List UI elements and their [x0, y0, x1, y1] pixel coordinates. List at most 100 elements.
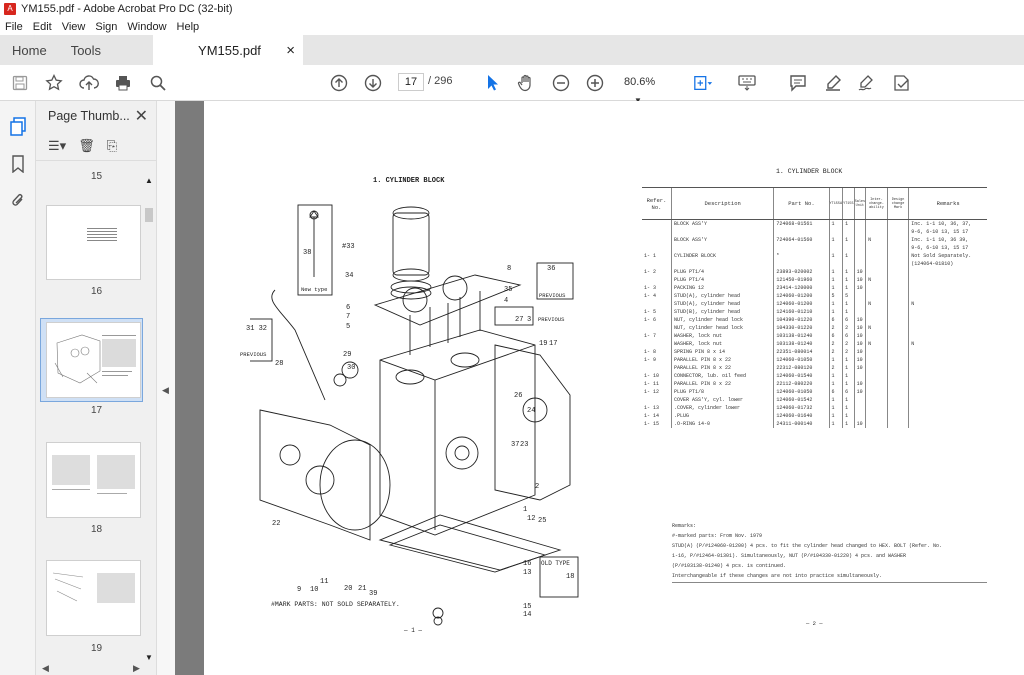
- delete-page-icon[interactable]: 🗑: [78, 137, 95, 153]
- table-cell: [865, 355, 888, 364]
- table-cell: [908, 371, 987, 380]
- bookmark-star-icon[interactable]: [44, 73, 64, 93]
- table-cell: 1- 7: [644, 332, 657, 339]
- fill-sign-icon[interactable]: [857, 73, 877, 93]
- table-cell: [886, 379, 909, 388]
- previous-label-3: PREVIOUS: [240, 351, 267, 358]
- table-cell: 1: [828, 283, 843, 292]
- previous-page-icon[interactable]: [329, 73, 349, 93]
- menu-file[interactable]: File: [5, 20, 23, 33]
- page-thumbnails-icon[interactable]: [9, 117, 27, 140]
- table-cell: [908, 363, 987, 372]
- page-thumbnail-19[interactable]: [46, 560, 141, 636]
- highlight-pen-icon[interactable]: [823, 73, 843, 93]
- cloud-upload-icon[interactable]: [79, 73, 99, 93]
- table-cell: [886, 331, 909, 340]
- table-cell: 1- 11: [644, 380, 660, 387]
- zoom-dropdown[interactable]: 80.6% ▼: [624, 73, 676, 105]
- table-cell: 2: [828, 347, 843, 356]
- table-cell: [853, 227, 866, 236]
- menu-window[interactable]: Window: [127, 20, 167, 33]
- table-cell: 124060-01200: [773, 299, 829, 308]
- find-icon[interactable]: [148, 73, 168, 93]
- thumbnail-options-icon[interactable]: ☰▾: [48, 137, 67, 153]
- attachments-icon[interactable]: [10, 191, 26, 212]
- table-cell: [865, 219, 888, 228]
- page-thumbnail-16[interactable]: [46, 205, 141, 280]
- table-cell: 6: [842, 315, 855, 324]
- table-cell: Not Sold Separately.: [908, 251, 987, 260]
- table-cell: [886, 243, 909, 252]
- table-cell: 1: [842, 363, 855, 372]
- close-tab-icon[interactable]: ×: [286, 41, 296, 59]
- tab-document[interactable]: YM155.pdf ×: [153, 35, 304, 65]
- insert-page-icon[interactable]: ⎘: [106, 137, 118, 153]
- keyboard-icon[interactable]: [737, 73, 757, 93]
- table-cell: 103138-01240: [773, 339, 829, 348]
- table-cell: 5: [828, 291, 843, 300]
- callout-39: 39: [369, 590, 378, 598]
- table-cell: 124060-01542: [773, 395, 829, 404]
- table-cell: 1: [842, 235, 855, 244]
- scroll-thumb[interactable]: [145, 208, 153, 222]
- table-cell: 2: [828, 339, 843, 348]
- not-sold-separately-note: #MARK PARTS: NOT SOLD SEPARATELY.: [271, 601, 400, 608]
- comment-icon[interactable]: [788, 73, 808, 93]
- callout-31-32: 31 32: [246, 325, 268, 333]
- table-cell: NUT, cylinder head lock: [670, 315, 774, 324]
- scroll-up-icon[interactable]: ▲: [145, 176, 153, 185]
- save-icon[interactable]: [10, 73, 30, 93]
- zoom-out-icon[interactable]: [551, 73, 571, 93]
- panel-collapse-handle[interactable]: ◀: [157, 101, 175, 675]
- table-cell: COVER ASS'Y, cyl. lower: [670, 395, 774, 404]
- table-cell: [886, 227, 909, 236]
- table-cell: 2: [842, 323, 855, 332]
- menu-view[interactable]: View: [61, 20, 86, 33]
- callout-24: 24: [527, 407, 536, 415]
- close-panel-icon[interactable]: ✕: [134, 108, 148, 125]
- table-cell: 10: [853, 347, 866, 356]
- table-cell: [865, 411, 888, 420]
- page-thumbnail-17[interactable]: [46, 322, 141, 398]
- thumbnails-scrollbar[interactable]: ▲ ▼: [143, 176, 155, 662]
- scroll-left-icon[interactable]: ◀: [42, 663, 49, 673]
- menu-help[interactable]: Help: [176, 20, 200, 33]
- next-page-icon[interactable]: [363, 73, 383, 93]
- tab-home[interactable]: Home: [12, 42, 47, 58]
- table-cell: WASHER, lock nut: [670, 339, 774, 348]
- table-cell: [853, 395, 866, 404]
- previous-label-2: PREVIOUS: [538, 316, 565, 323]
- table-cell: BLOCK ASS'Y: [670, 235, 774, 244]
- table-cell: [908, 387, 987, 396]
- tab-document-label: YM155.pdf: [198, 42, 261, 58]
- table-cell: [853, 235, 866, 244]
- select-cursor-icon[interactable]: [482, 73, 502, 93]
- table-cell: 1: [828, 395, 843, 404]
- table-cell: 2: [842, 347, 855, 356]
- table-cell: 10: [853, 267, 866, 276]
- old-type-label: OLD TYPE: [541, 560, 570, 567]
- table-cell: 1: [842, 411, 855, 420]
- page-number-input[interactable]: 17: [398, 73, 424, 91]
- table-cell: [886, 267, 909, 276]
- page-thumbnail-18[interactable]: [46, 442, 141, 518]
- stamp-edit-icon[interactable]: [892, 73, 912, 93]
- table-cell: [865, 419, 888, 428]
- zoom-in-icon[interactable]: [585, 73, 605, 93]
- bookmarks-icon[interactable]: [11, 155, 25, 176]
- page-display-icon[interactable]: [693, 73, 713, 93]
- table-cell: 10: [853, 387, 866, 396]
- hand-tool-icon[interactable]: [516, 73, 536, 93]
- scroll-right-icon[interactable]: ▶: [133, 663, 140, 673]
- print-icon[interactable]: [113, 73, 133, 93]
- callout-37: 37: [511, 441, 520, 449]
- table-cell: 23893-020002: [773, 267, 829, 276]
- menu-sign[interactable]: Sign: [95, 20, 118, 33]
- callout-10: 10: [310, 586, 319, 594]
- menu-edit[interactable]: Edit: [32, 20, 52, 33]
- scroll-down-icon[interactable]: ▼: [145, 653, 153, 662]
- tab-tools[interactable]: Tools: [70, 42, 102, 58]
